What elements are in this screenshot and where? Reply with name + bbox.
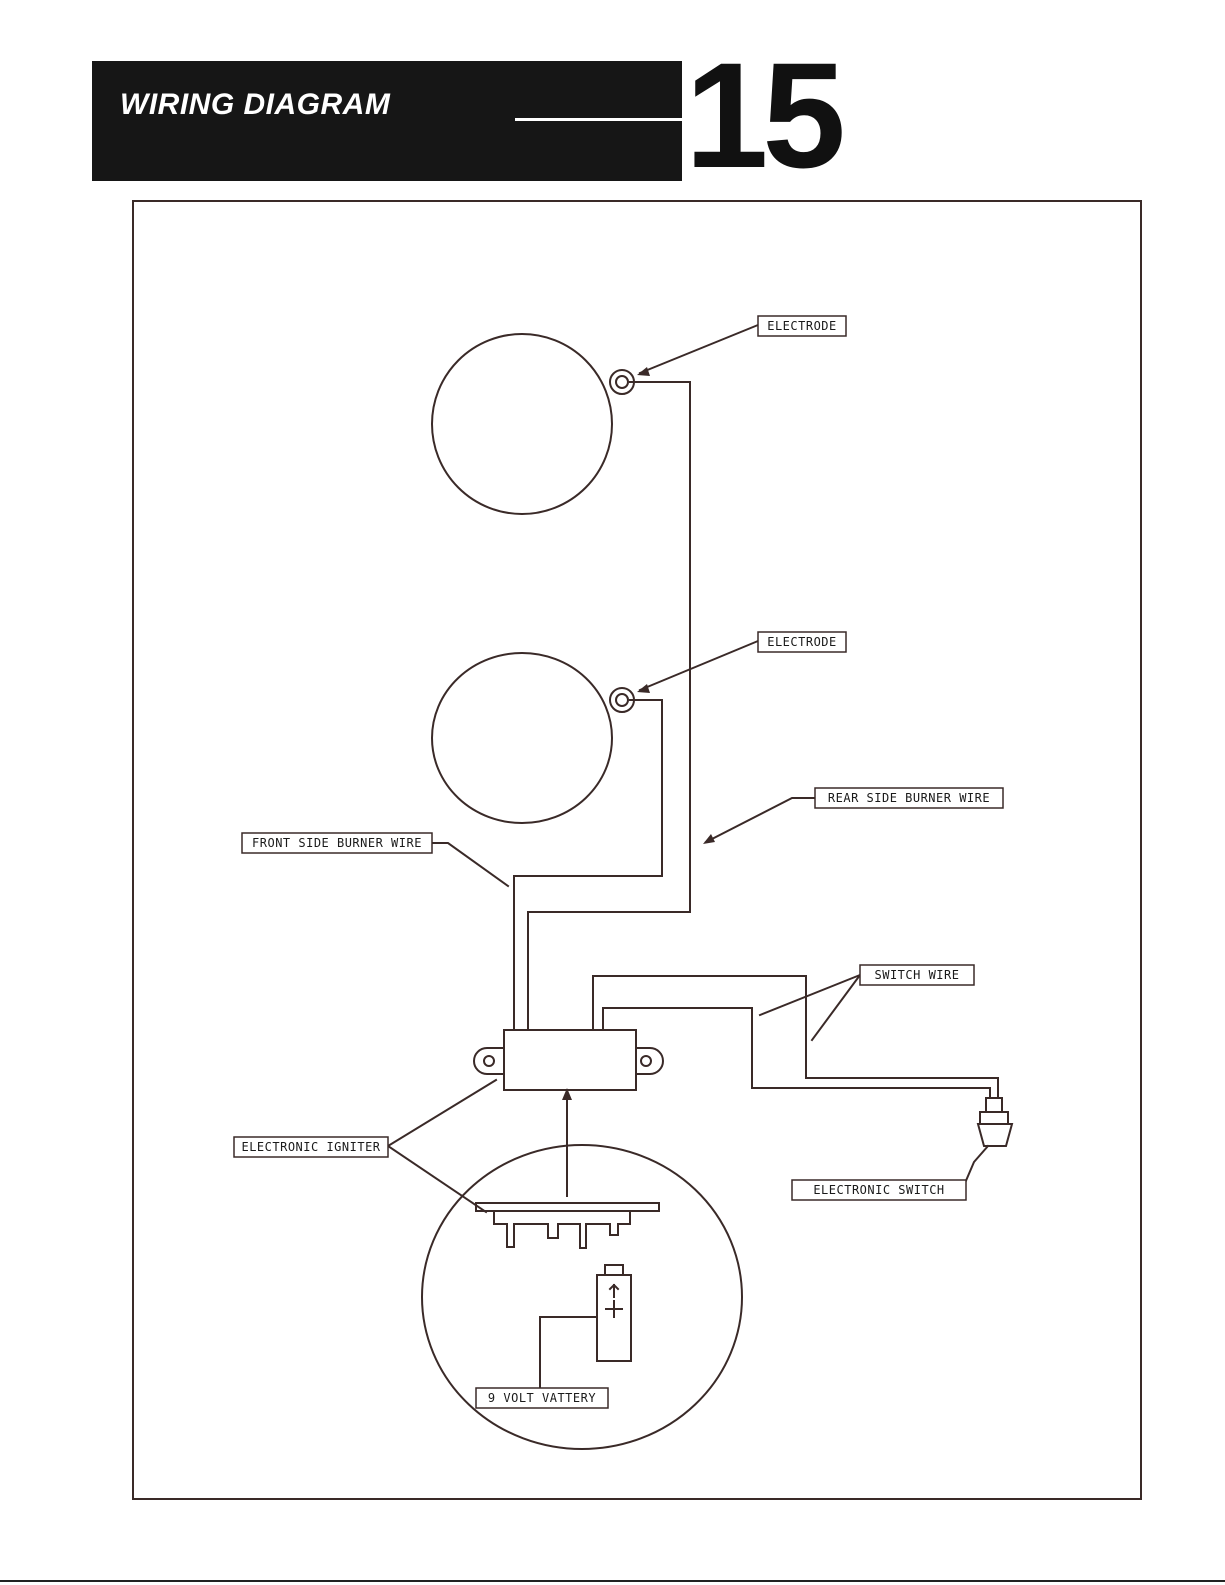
front-burner-circle [432,653,612,823]
label-electronic-igniter: ELECTRONIC IGNITER [241,1140,380,1154]
igniter-icon [474,1030,663,1090]
switch-wire-outer [593,976,998,1098]
leader-electrode-bottom [640,641,758,690]
label-front-side-burner-wire: FRONT SIDE BURNER WIRE [252,836,422,850]
label-battery: 9 VOLT VATTERY [488,1391,596,1405]
leader-rear-wire [706,798,815,842]
label-electrode-bottom: ELECTRODE [767,635,837,649]
rear-burner-circle [432,334,612,514]
igniter-detail-icon [476,1203,659,1248]
rear-side-burner-wire [528,382,690,1030]
page-bottom-rule [0,1580,1225,1582]
leader-front-wire [432,843,508,886]
battery-icon [597,1265,631,1361]
label-electrode-top: ELECTRODE [767,319,837,333]
leader-igniter-2 [388,1146,486,1212]
leader-battery [540,1317,597,1388]
label-rear-side-burner-wire: REAR SIDE BURNER WIRE [828,791,990,805]
label-switch-wire: SWITCH WIRE [875,968,960,982]
electronic-switch-icon [978,1098,1012,1146]
front-side-burner-wire [514,700,662,1030]
leader-electrode-top [640,325,758,373]
leader-igniter-1 [388,1080,496,1146]
label-electronic-switch: ELECTRONIC SWITCH [813,1183,944,1197]
